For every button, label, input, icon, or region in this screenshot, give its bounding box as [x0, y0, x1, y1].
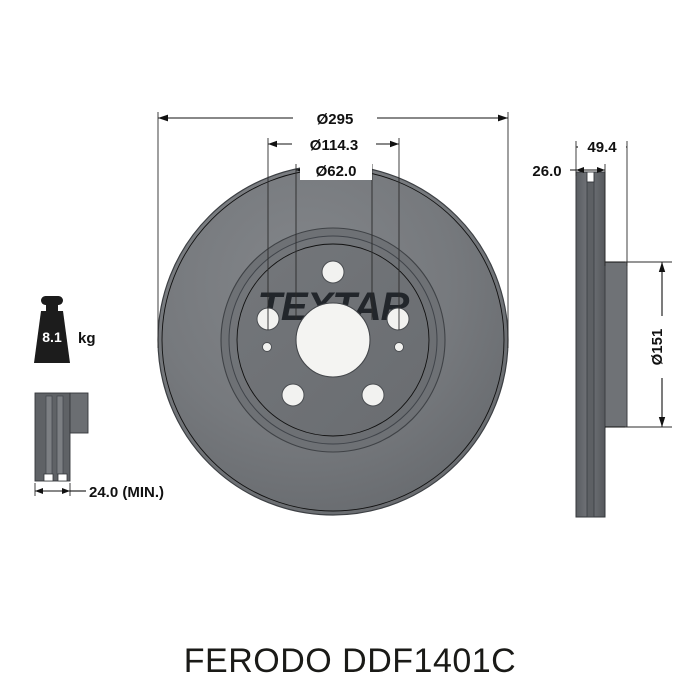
- profile-vent-slot: [45, 395, 53, 475]
- brand-part-number: FERODO DDF1401C: [184, 642, 516, 680]
- bolt-hole: [386, 307, 410, 331]
- min-thickness-profile: 24.0 (MIN.): [34, 392, 164, 501]
- dimension-hub-offset: 26.0: [524, 159, 606, 266]
- overall-thickness-label: 49.4: [587, 139, 617, 156]
- dimension-bolt-circle: Ø114.3: [267, 133, 400, 330]
- outer-diameter-label: Ø295: [317, 111, 354, 128]
- locating-pin-hole: [394, 342, 404, 352]
- side-vent-channel: [586, 175, 595, 518]
- min-thickness-label: 24.0 (MIN.): [89, 484, 164, 501]
- weight-icon: [34, 296, 70, 363]
- disc-hub-inner-line: [236, 243, 430, 437]
- dimension-overall-thickness: 49.4: [575, 136, 628, 266]
- bolt-circle-label: Ø114.3: [310, 137, 358, 154]
- weight-indicator: 8.1 kg: [34, 296, 96, 363]
- profile-body: [34, 392, 71, 482]
- hub-diameter-label: Ø151: [649, 329, 666, 366]
- side-hub-barrel: [604, 261, 628, 428]
- hub-offset-label: 26.0: [532, 163, 561, 180]
- side-top-notch: [586, 171, 595, 183]
- profile-foot-cutout: [57, 473, 68, 482]
- weight-unit: kg: [78, 330, 96, 347]
- center-bore-label: Ø62.0: [316, 163, 357, 180]
- brake-disc-side-view: [575, 171, 628, 518]
- weight-value: 8.1: [42, 329, 62, 345]
- locating-pin-hole: [262, 342, 272, 352]
- bolt-hole: [361, 383, 385, 407]
- dimension-hub-diameter: Ø151: [625, 261, 672, 428]
- bolt-hole: [321, 260, 345, 284]
- profile-hub-flange: [69, 392, 89, 434]
- bolt-hole: [281, 383, 305, 407]
- brake-disc-front-view: TEXTAR: [157, 164, 509, 516]
- profile-vent-slot: [56, 395, 64, 475]
- profile-foot-cutout: [43, 473, 54, 482]
- center-bore-hole: [295, 302, 371, 378]
- dimension-center-bore: Ø62.0: [295, 159, 373, 320]
- dimension-outer-diameter: Ø295: [157, 106, 509, 348]
